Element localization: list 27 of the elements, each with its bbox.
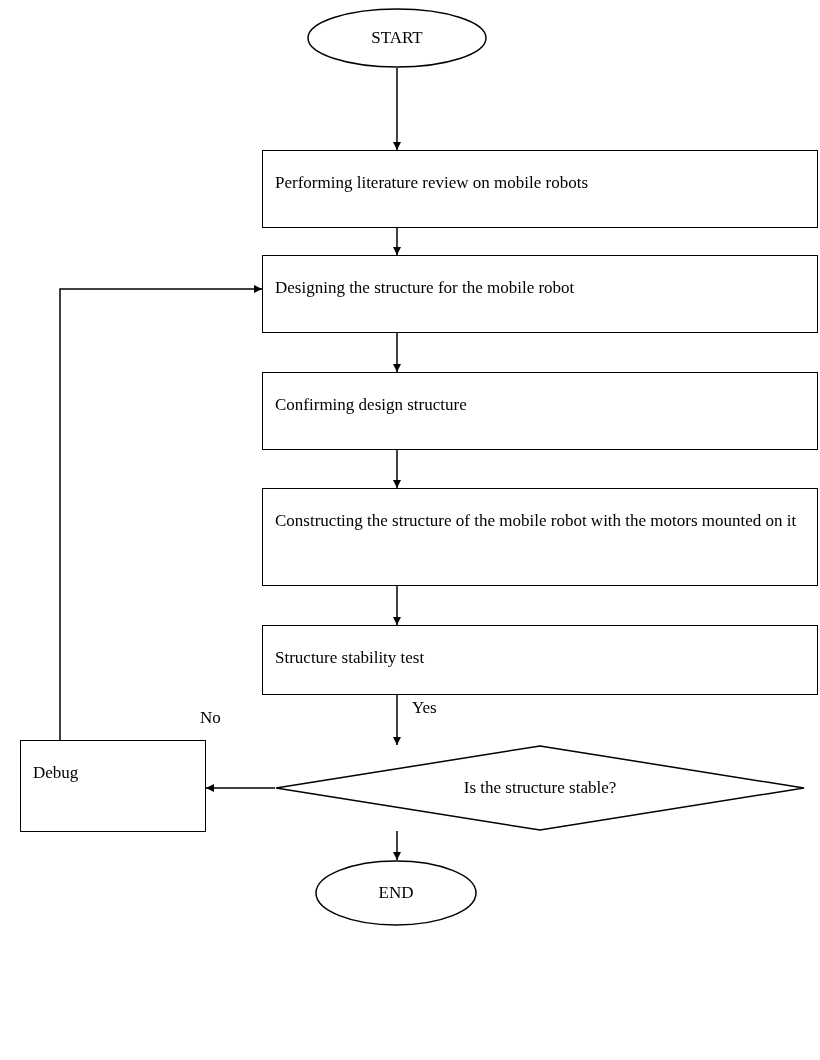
process-box — [262, 255, 818, 333]
step-text: Designing the structure for the mobile robot — [275, 277, 576, 299]
arrow — [393, 332, 401, 373]
terminal-text: START — [370, 27, 424, 49]
terminal-text: END — [377, 882, 415, 904]
arrow — [393, 830, 401, 861]
process-box — [20, 740, 206, 832]
arrow — [393, 227, 401, 256]
step-text: Structure stability test — [275, 647, 426, 669]
arrow — [205, 784, 276, 792]
step-text: Performing literature review on mobile robots — [275, 172, 589, 194]
arrow — [393, 67, 401, 151]
arrow — [393, 585, 401, 626]
step-text: Confirming design structure — [275, 394, 468, 416]
process-box — [262, 150, 818, 228]
process-box — [262, 372, 818, 450]
arrow — [393, 694, 401, 746]
process-box — [262, 625, 818, 695]
terminal-ellipse — [315, 860, 477, 926]
terminal-ellipse — [307, 8, 487, 68]
process-box — [262, 488, 818, 586]
step-text: Constructing the structure of the mobile robot with the motors mounted on it — [275, 510, 798, 532]
decision-text: Is the structure stable? — [462, 777, 618, 799]
decision-diamond — [275, 745, 805, 831]
arrow — [59, 285, 263, 741]
step-text: Debug — [33, 762, 80, 784]
arrow — [393, 449, 401, 489]
